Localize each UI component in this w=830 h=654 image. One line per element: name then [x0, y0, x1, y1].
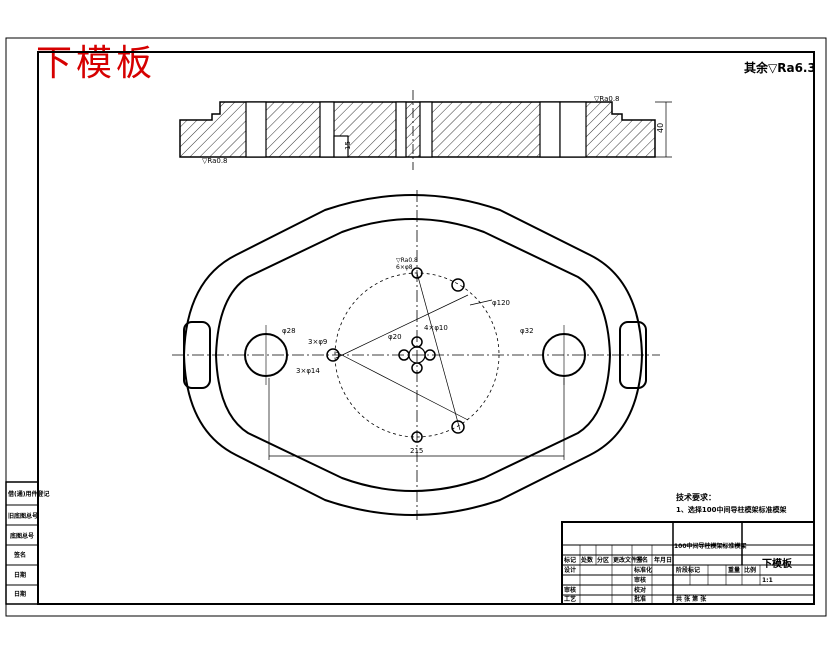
side-strip-text: 借(通)用件登记 旧底图总号 底图总号 签名 日期 日期	[7, 490, 50, 598]
tb-h-0: 标记	[563, 556, 576, 564]
tb-h-1: 处数	[580, 556, 594, 564]
dim-thickness: 40	[656, 123, 665, 133]
roughness-note: 其余▽Ra6.3	[744, 60, 816, 75]
roughness-bottom: ▽Ra0.8	[202, 157, 228, 165]
side-label-0: 借(通)用件登记	[7, 490, 50, 498]
tb-approve: 批准	[634, 595, 646, 603]
tb-design: 设计	[564, 566, 576, 574]
side-label-4: 日期	[14, 571, 26, 579]
tb-sheet: 共 张 第 张	[676, 595, 707, 603]
dim-top-hole: ▽Ra0.8	[396, 257, 418, 264]
tb-h-5: 年月日	[654, 556, 672, 564]
side-label-1: 旧底图总号	[8, 512, 38, 520]
dim-phi20: φ20	[388, 333, 402, 341]
dim-215: 215	[410, 447, 423, 455]
side-label-5: 日期	[14, 590, 26, 598]
tb-rh-0: 阶段标记	[676, 566, 700, 574]
title-block-text: 下模板 100中间导柱模架标准模架 标记 处数 分区 更改文件号 签名 年月日 …	[563, 542, 793, 603]
tb-standard: 标准化	[633, 566, 652, 574]
roughness-top: ▽Ra0.8	[594, 95, 620, 103]
tech-heading: 技术要求：	[676, 492, 716, 502]
tb-h-4: 签名	[635, 556, 648, 564]
side-strip	[5, 481, 39, 605]
drawing-frame	[37, 51, 815, 605]
tb-rh-2: 比例	[744, 566, 756, 574]
tb-review: 审核	[564, 586, 576, 594]
dim-3phi14: 3×φ14	[296, 367, 320, 375]
tb-r1: 审核	[634, 576, 646, 584]
titleblock-drawing-name: 下模板	[762, 557, 793, 570]
plan-view	[172, 190, 660, 520]
side-label-3: 签名	[13, 551, 26, 559]
tech-line1: 1、选择100中间导柱模架标准模架	[676, 505, 786, 514]
dim-phi28: φ28	[282, 327, 296, 335]
section-view: 40 15 ▽Ra0.8 ▽Ra0.8	[179, 90, 672, 170]
side-label-2: 底图总号	[10, 532, 34, 540]
titleblock-mid-label: 100中间导柱模架标准模架	[674, 542, 747, 550]
dim-phi32: φ32	[520, 327, 534, 335]
dim-4phi10: 4×φ10	[424, 324, 448, 332]
dim-step: 15	[344, 141, 352, 150]
tb-check: 工艺	[564, 595, 576, 603]
title-block	[561, 521, 815, 605]
tb-scale: 1:1	[762, 577, 773, 584]
plan-dimensions: ▽Ra0.8 6×φ8 φ120 φ28 φ20 4×φ10 φ32 3×φ9 …	[282, 257, 534, 455]
dim-phi120: φ120	[492, 299, 510, 307]
sheet-border	[5, 37, 827, 617]
drawing-title: 下模板	[36, 43, 157, 84]
tb-rh-1: 重量	[728, 566, 740, 574]
tb-h-3: 更改文件号	[613, 556, 643, 564]
tb-r2: 校对	[634, 586, 646, 594]
tb-h-2: 分区	[597, 556, 609, 564]
dim-top-hole-sub: 6×φ8	[396, 264, 413, 271]
dim-3phi9: 3×φ9	[308, 338, 327, 346]
